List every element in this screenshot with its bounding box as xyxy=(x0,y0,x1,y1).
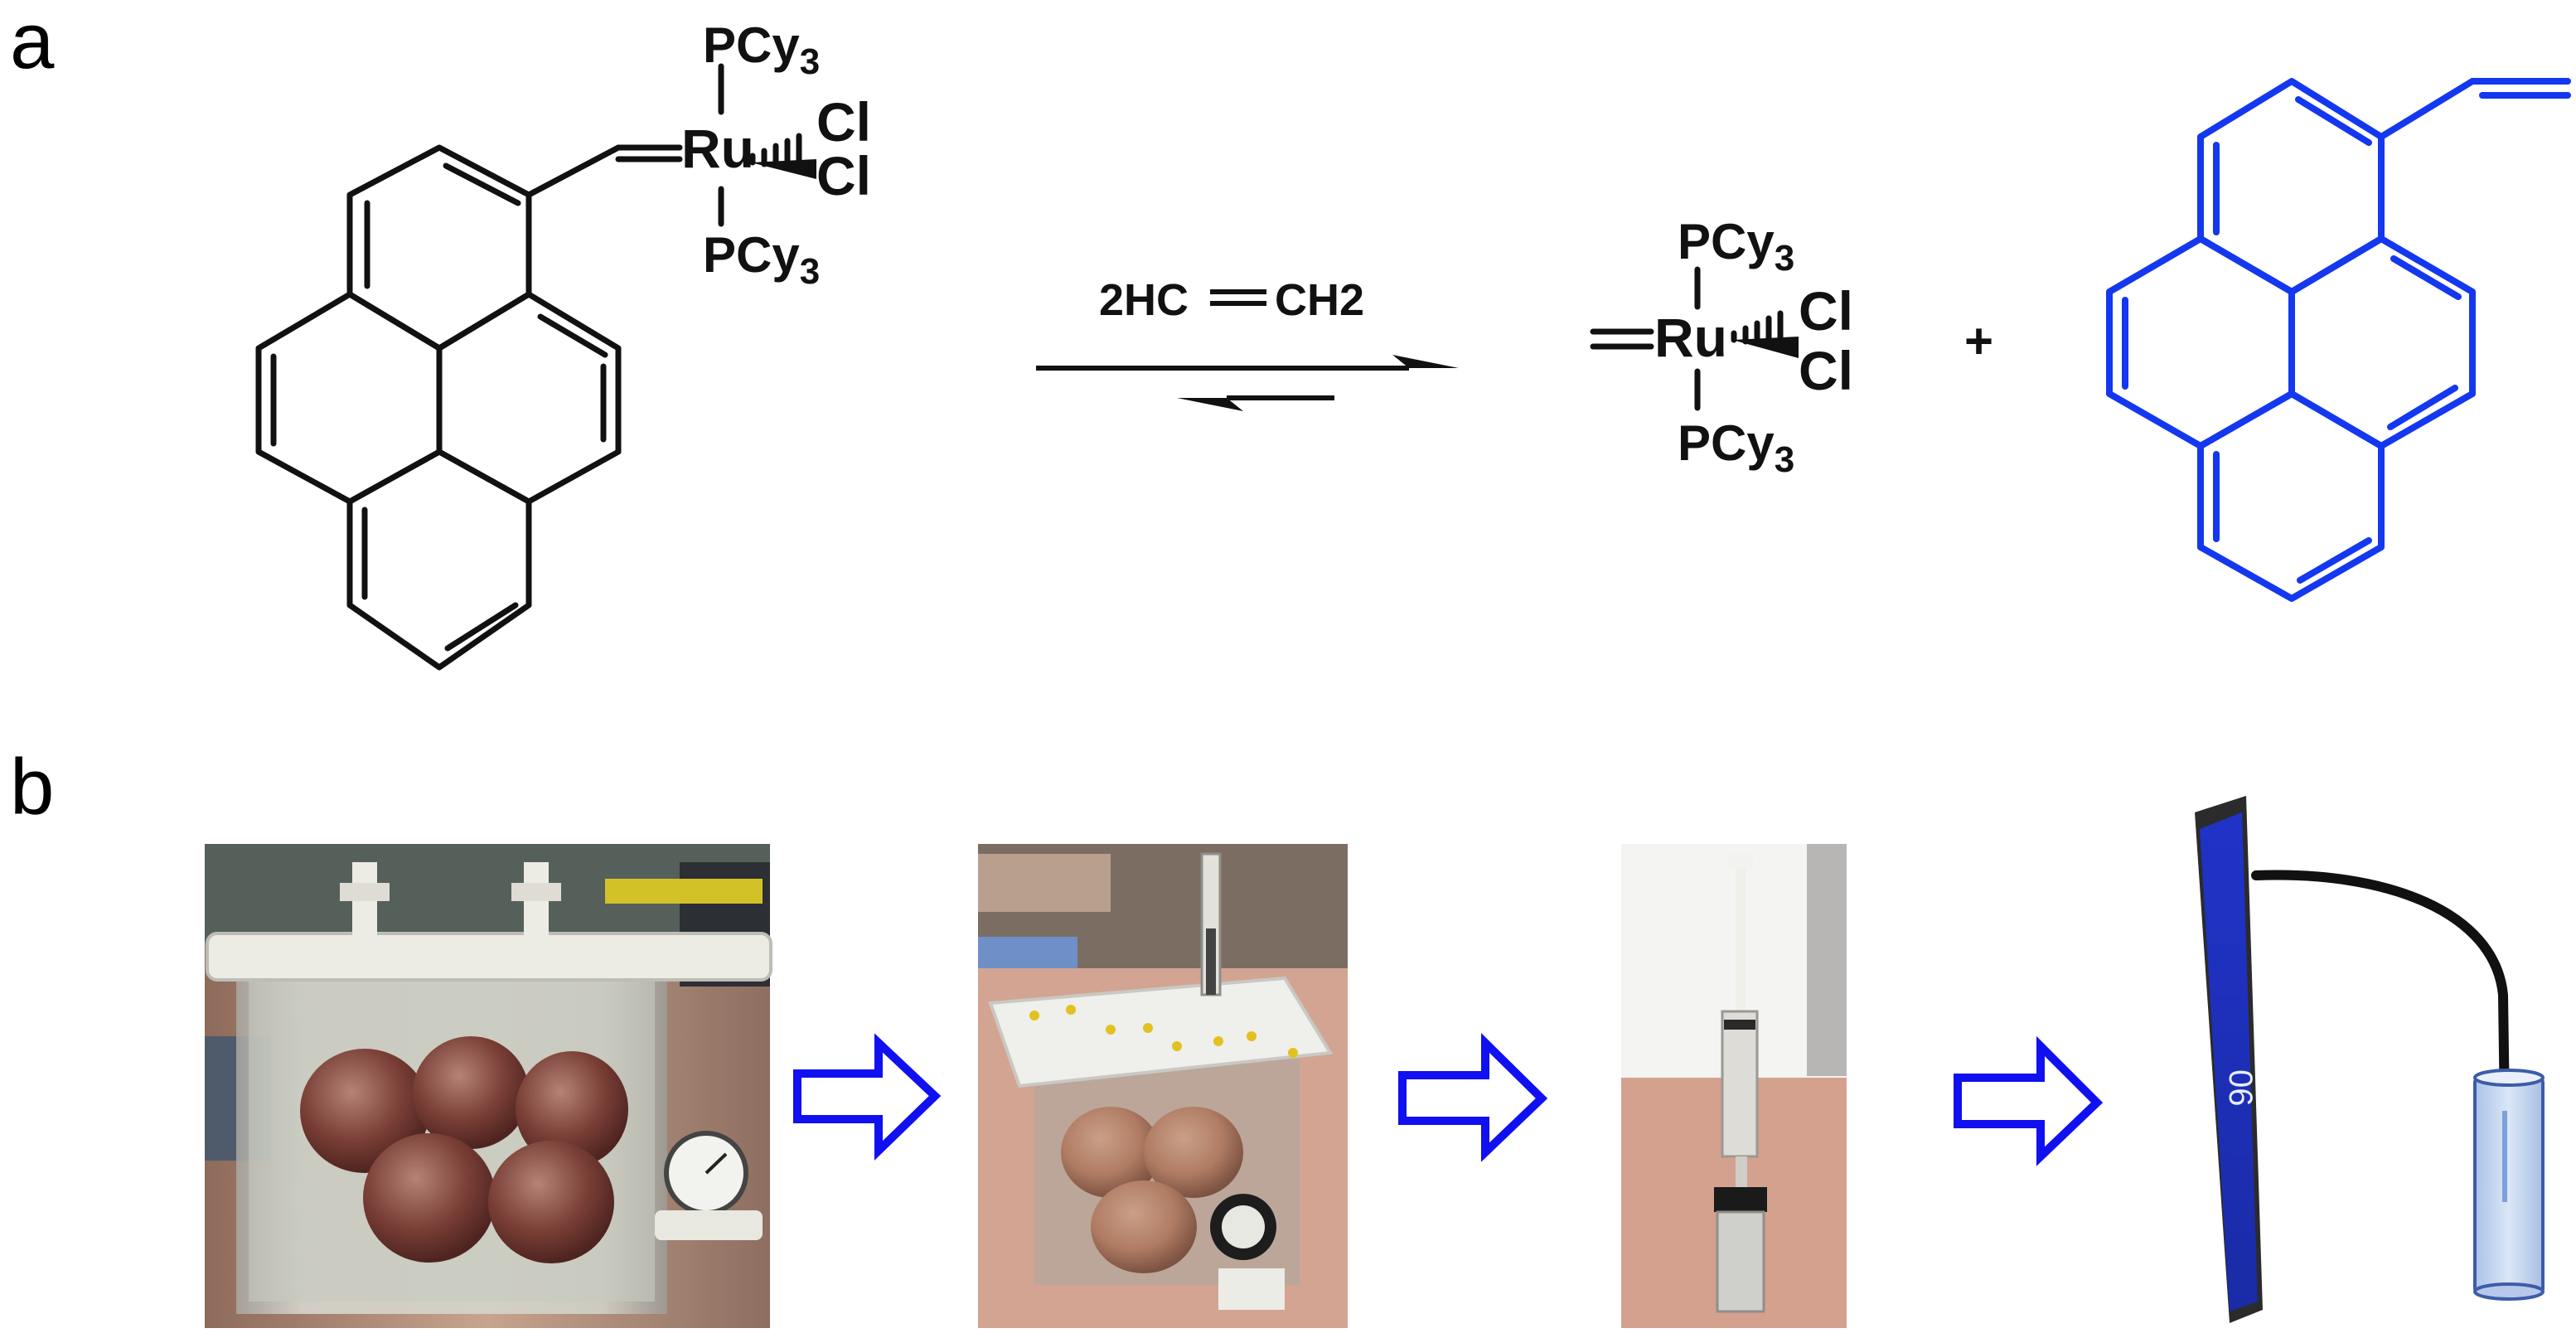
reagent-label: 2HC CH2 xyxy=(1099,275,1364,325)
reagent-left: 2HC xyxy=(1099,275,1189,325)
step-arrow-1 xyxy=(793,1033,942,1161)
phone-screen-reading: 06 xyxy=(2222,1069,2259,1107)
catalyst-halide-2: Cl xyxy=(1799,340,1853,401)
svg-text:PCy3: PCy3 xyxy=(703,227,820,292)
reactant-structure xyxy=(255,63,816,671)
catalyst-ligand-bottom: PCy xyxy=(1678,415,1775,471)
catalyst-product-structure xyxy=(1590,266,1799,411)
reactant-ligand-bottom: PCy xyxy=(703,227,800,283)
reactant-halide-2: Cl xyxy=(816,145,871,206)
step-arrow-3 xyxy=(1954,1035,2104,1166)
reagent-right: CH2 xyxy=(1275,275,1364,325)
catalyst-ligand-top: PCy xyxy=(1678,214,1775,269)
panel-label-b: b xyxy=(10,743,54,831)
catalyst-product-labels: PCy3 Ru Cl Cl PCy3 xyxy=(1654,214,1853,480)
svg-text:PCy3: PCy3 xyxy=(1678,415,1794,480)
reactant-ligand-top: PCy xyxy=(703,17,800,73)
syringe-vial-photo xyxy=(1621,844,1847,1328)
vinylpyrene-product xyxy=(2106,78,2571,602)
sealed-container-photo xyxy=(978,844,1348,1328)
fruit-container-photo xyxy=(205,844,772,1328)
catalyst-metal: Ru xyxy=(1654,307,1727,368)
catalyst-halide-1: Cl xyxy=(1799,280,1853,342)
panel-label-a: a xyxy=(10,0,55,85)
plus-sign: + xyxy=(1964,313,1993,369)
reactant-metal: Ru xyxy=(681,118,754,179)
equilibrium-arrows xyxy=(1036,355,1459,411)
reactant-labels: PCy3 Ru Cl Cl PCy3 xyxy=(681,17,871,292)
step-arrow-2 xyxy=(1398,1033,1548,1162)
reactant-halide-1: Cl xyxy=(816,91,871,153)
svg-text:PCy3: PCy3 xyxy=(1678,214,1794,279)
smartphone-detection-illustration: 06 xyxy=(2195,796,2545,1323)
svg-text:PCy3: PCy3 xyxy=(703,17,820,82)
